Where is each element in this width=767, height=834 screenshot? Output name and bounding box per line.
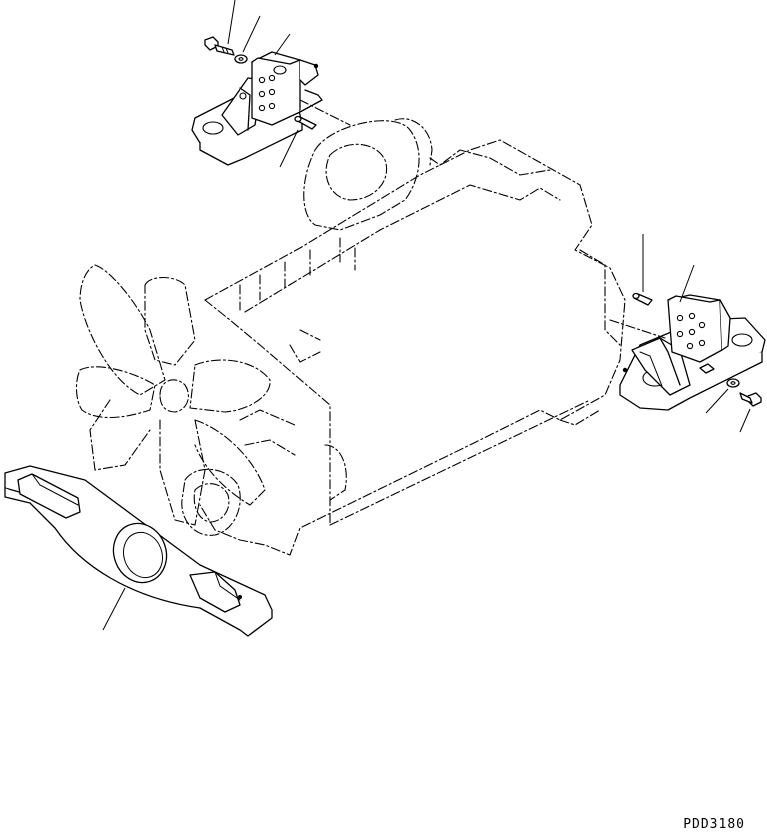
rear-engine-mount-bracket-right	[619, 294, 766, 411]
leader-bracket-right	[679, 264, 695, 303]
leader-washer-right	[705, 388, 729, 414]
leader-support-plate	[102, 587, 126, 631]
front-support-plate	[4, 465, 273, 637]
washer-right	[726, 378, 740, 388]
bolt-top-left	[204, 36, 235, 56]
leader-bolt-top-left	[227, 0, 236, 45]
alignment-guide-right	[609, 319, 666, 339]
leader-bolt-right	[739, 408, 751, 433]
alignment-guide-top	[299, 99, 351, 126]
leader-bracket-top-left	[274, 33, 291, 56]
dowel-pin-top-left	[294, 115, 317, 130]
leader-dowel-top-left	[279, 129, 299, 168]
dowel-pin-right	[632, 292, 653, 306]
drawing-code: PDD3180	[683, 817, 745, 832]
engine-phantom-outline	[75, 118, 626, 556]
washer-top-left	[234, 54, 248, 64]
leader-washer-top-left	[242, 15, 261, 53]
front-engine-mount-bracket-left	[191, 51, 323, 166]
bolt-right	[739, 392, 762, 407]
